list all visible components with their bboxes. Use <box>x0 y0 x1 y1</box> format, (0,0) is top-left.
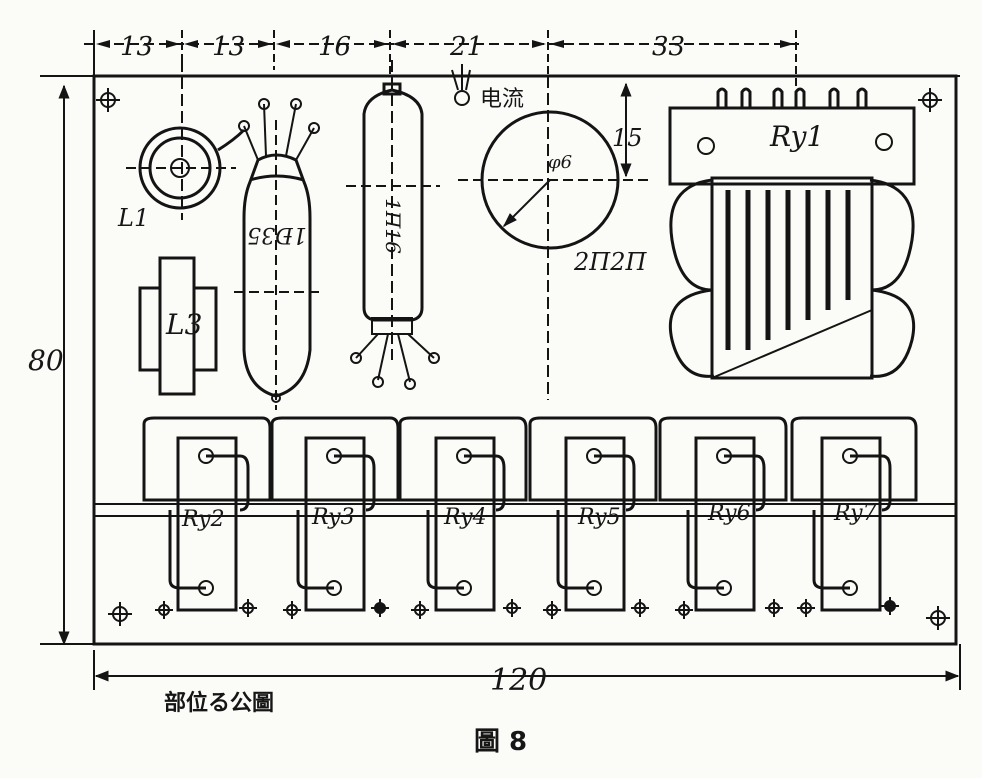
tube-2 <box>346 60 440 390</box>
dim-top-5: 33 <box>652 32 685 62</box>
dim-top-4: 21 <box>449 32 483 62</box>
relay-row <box>142 416 918 612</box>
coil-l3-label: L3 <box>165 308 202 341</box>
coil-l1 <box>126 60 246 220</box>
height-dimension-line <box>40 84 96 646</box>
dim-width: 120 <box>490 663 547 698</box>
coil-l3 <box>138 256 218 396</box>
top-dimension-line <box>84 30 800 90</box>
relay-label-4: Ry4 <box>443 505 487 530</box>
relay-rail <box>94 503 956 517</box>
relay-label-2: Ry2 <box>181 507 225 532</box>
meter-diameter: φ6 <box>548 152 572 173</box>
relay-main <box>668 87 916 380</box>
relay-label-7: Ry7 <box>833 501 877 526</box>
dim-top-3: 16 <box>318 32 351 62</box>
relay-label-5: Ry5 <box>577 505 621 530</box>
figure-caption: 圖 8 <box>474 727 527 757</box>
dim-top-2: 13 <box>212 32 245 62</box>
mounting-hole-icons <box>96 88 950 630</box>
meter-offset: 15 <box>612 124 643 152</box>
chassis-board <box>40 74 961 690</box>
dim-height: 80 <box>28 344 64 377</box>
screw-icons <box>155 597 899 619</box>
meter <box>458 76 650 400</box>
meter-label: 2П2П <box>573 248 647 276</box>
current-label: 电流 <box>480 87 524 112</box>
relay-label-6: Ry6 <box>707 501 751 526</box>
tube-1 <box>234 98 324 410</box>
relay-label-3: Ry3 <box>311 505 355 530</box>
current-lamp-icon <box>451 64 471 106</box>
relay-main-label: Ry1 <box>769 120 824 153</box>
dim-top-1: 13 <box>120 32 153 62</box>
tube-2-label: 1П16 <box>381 198 405 254</box>
subtitle-caption: 部位る公圖 <box>164 690 274 716</box>
tube-1-label: 1Ð35 <box>247 222 307 247</box>
coil-l1-label: L1 <box>117 204 149 232</box>
